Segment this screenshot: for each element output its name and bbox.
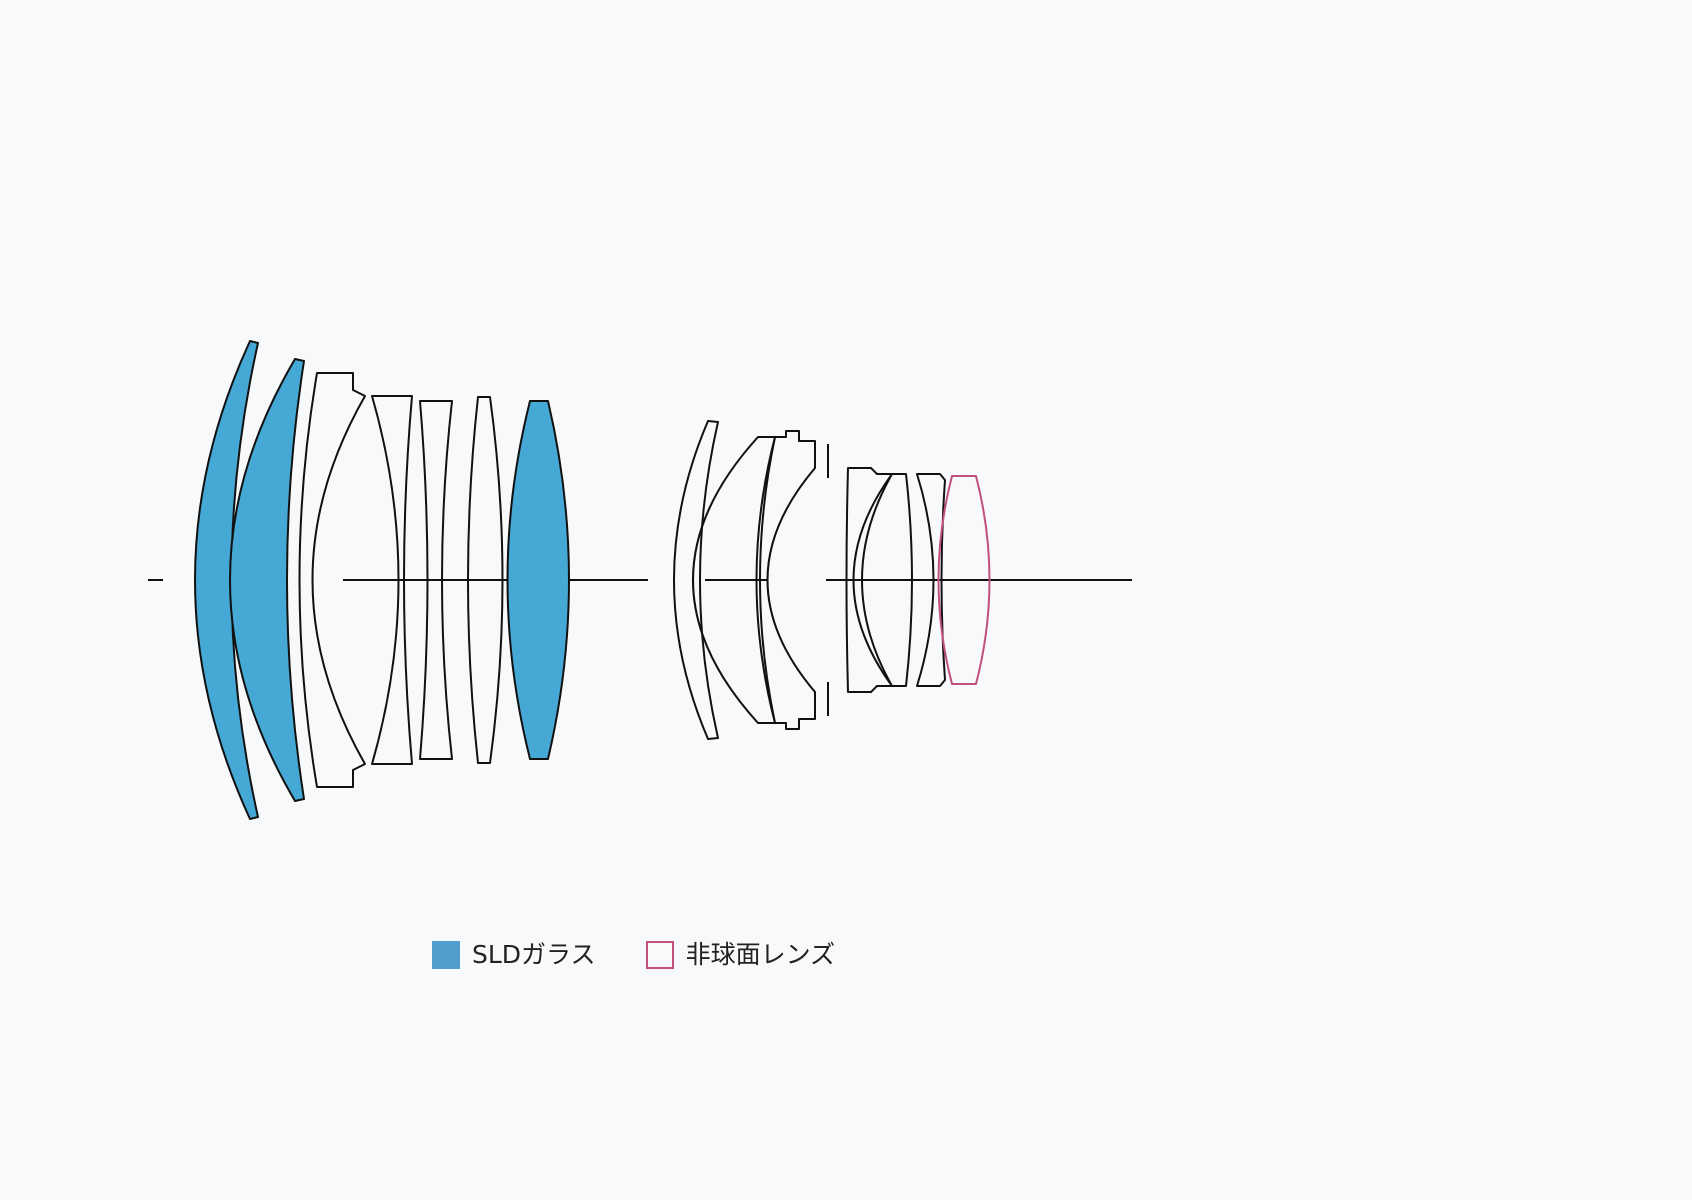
legend-item-aspherical-lens: 非球面レンズ [645,940,836,970]
lens-element-6 [467,396,504,764]
lens-element-4 [371,395,413,765]
legend-item-sld-glass: SLDガラス [432,940,596,970]
lens-element-2 [229,358,305,802]
lens-element-10 [759,430,816,730]
aspherical-lens-swatch [645,941,674,969]
lens-element-9 [692,436,776,724]
legend-label-aspherical-lens: 非球面レンズ [685,940,836,969]
lens-element-5 [419,400,453,760]
sld-glass-swatch [432,941,460,969]
lens-element-8 [673,420,719,740]
lens-element-7 [506,400,570,760]
lens-elements [194,340,991,820]
lens-element-1 [194,340,259,820]
lens-element-3 [298,372,366,788]
lens-element-14 [937,475,991,685]
legend-label-sld-glass: SLDガラス [472,940,596,969]
lens-element-12 [861,473,913,687]
legend: SLDガラス 非球面レンズ [432,940,885,970]
